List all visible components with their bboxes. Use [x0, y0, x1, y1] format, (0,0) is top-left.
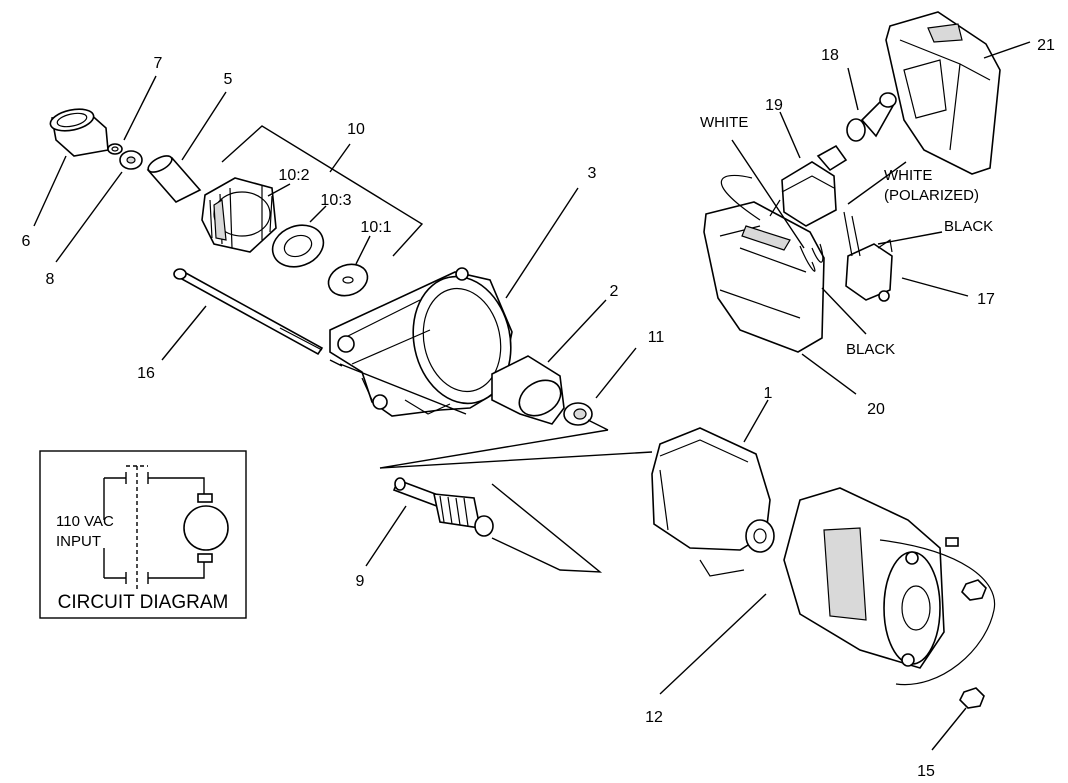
callout-8: 8	[46, 271, 55, 288]
callout-19: 19	[765, 97, 783, 114]
callout-10: 10	[347, 121, 365, 138]
part-15-nuts	[959, 579, 987, 709]
wire-label-white: WHITE	[700, 114, 748, 131]
part-20-switch-housing	[703, 174, 825, 353]
part-5-pin	[146, 155, 202, 203]
callout-12: 12	[645, 709, 663, 726]
callout-5: 5	[224, 71, 233, 88]
callout-16: 16	[137, 365, 155, 382]
wire-labels: WHITE WHITE (POLARIZED) BLACK BLACK	[700, 114, 993, 358]
part-12-motor-body	[783, 487, 996, 686]
alignment-lines	[329, 359, 653, 573]
callout-10-3: 10:3	[320, 192, 351, 209]
callout-7: 7	[154, 55, 163, 72]
part-6-sleeve	[49, 108, 109, 157]
wire-label-polarized: (POLARIZED)	[884, 187, 979, 204]
circuit-diagram: 110 VAC INPUT CIRCUIT DIAGRAM	[39, 450, 247, 619]
callout-10-2: 10:2	[278, 167, 309, 184]
part-10-1-flat-washer	[327, 263, 369, 297]
callout-3: 3	[588, 165, 597, 182]
part-10-bracket	[221, 125, 424, 257]
part-19-lamp-holder	[781, 144, 848, 227]
part-9-shaft	[392, 477, 494, 537]
callout-20: 20	[867, 401, 885, 418]
part-11-bushing	[563, 402, 593, 426]
callout-2: 2	[610, 283, 619, 300]
wire-label-black-right: BLACK	[944, 218, 993, 235]
part-21-cover	[885, 11, 1001, 175]
callout-11: 11	[648, 329, 665, 346]
callout-21: 21	[1037, 37, 1055, 54]
wire-label-black-lower: BLACK	[846, 341, 895, 358]
callout-1: 1	[764, 385, 773, 402]
part-3-housing	[329, 267, 513, 417]
callout-9: 9	[356, 573, 365, 590]
circuit-input-line1: 110 VAC	[56, 513, 114, 530]
wire-label-white-polarized: WHITE	[884, 167, 932, 184]
circuit-diagram-title: CIRCUIT DIAGRAM	[58, 592, 229, 613]
part-17-connector	[843, 211, 893, 302]
callout-18: 18	[821, 47, 839, 64]
callout-15: 15	[917, 763, 935, 780]
callout-10-1: 10:1	[360, 219, 391, 236]
callout-17: 17	[977, 291, 995, 308]
part-1-motor-head	[651, 427, 775, 577]
part-18-bulb	[846, 92, 897, 142]
part-16-bolt	[173, 268, 324, 356]
part-7-ring	[107, 143, 123, 155]
part-2-cylinder	[491, 355, 565, 425]
callout-labels: 7 5 10 10:2 10:3 10:1 6 8 16 3 2 11 1 9 …	[22, 37, 1055, 780]
motor-symbol	[183, 505, 229, 551]
callout-6: 6	[22, 233, 31, 250]
leader-lines	[33, 41, 1031, 751]
part-10-3-washer	[271, 224, 325, 268]
part-8-bearing	[119, 150, 143, 170]
circuit-input-line2: INPUT	[56, 533, 101, 550]
part-10-2-gear-cage	[201, 177, 277, 253]
